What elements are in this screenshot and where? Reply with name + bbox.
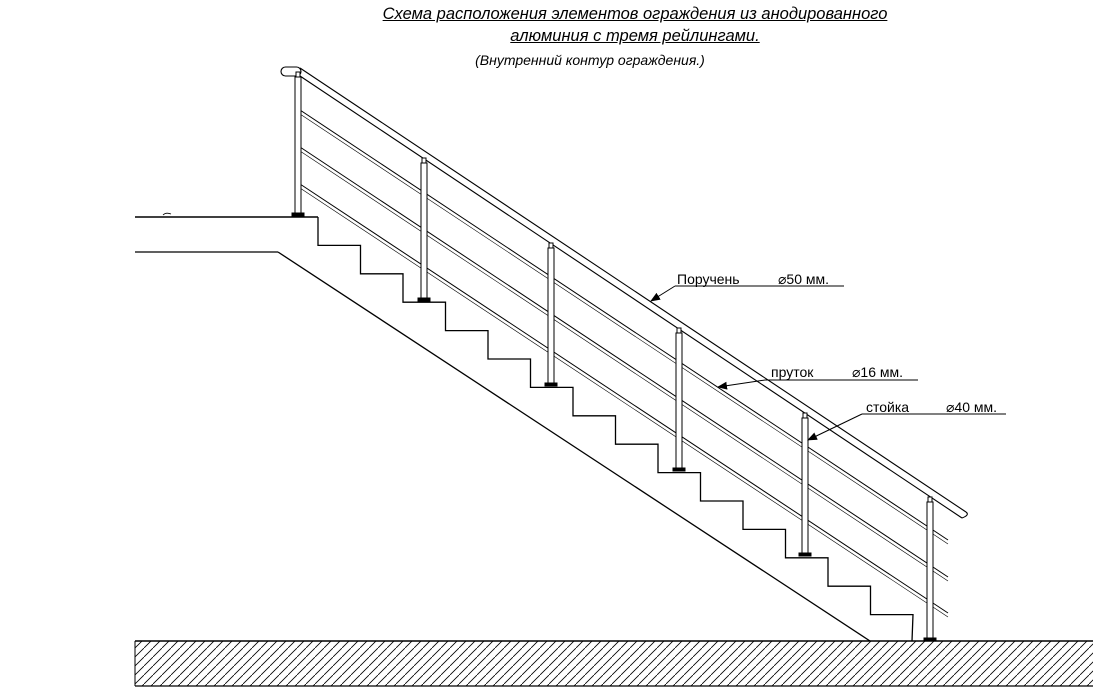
- post-3: [544, 242, 558, 387]
- stair-flight: [277, 217, 914, 642]
- callout-post-label: стойка: [866, 399, 910, 415]
- diagram-title-line1: Схема расположения элементов ограждения …: [382, 5, 888, 23]
- post-4: [672, 327, 686, 472]
- posts: [291, 71, 937, 642]
- post-5: [798, 412, 812, 557]
- ground-floor: [134, 640, 1093, 687]
- diagram-title-line2: алюминия с тремя рейлингами.: [510, 27, 760, 45]
- post-6: [923, 496, 937, 642]
- callout-rod-label: пруток: [771, 364, 814, 380]
- rods: [299, 109, 949, 618]
- post-1: [291, 71, 305, 217]
- diagram-subtitle: (Внутренний контур ограждения.): [475, 52, 705, 68]
- callout-leaders: [650, 285, 1006, 441]
- callout-handrail-size: ⌀50 мм.: [778, 271, 830, 287]
- callout-handrail-label: Поручень: [677, 271, 740, 287]
- callout-post-size: ⌀40 мм.: [946, 399, 998, 415]
- callout-rod-size: ⌀16 мм.: [852, 364, 904, 380]
- handrail: [280, 66, 968, 519]
- upper-landing: [135, 212, 318, 253]
- post-2: [417, 157, 431, 302]
